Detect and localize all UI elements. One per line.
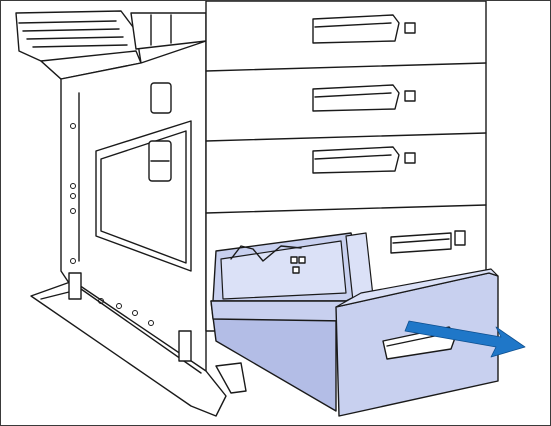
side-handle-upper bbox=[150, 82, 172, 114]
output-tray bbox=[15, 10, 207, 80]
base-foot-right bbox=[178, 330, 192, 362]
cabinet-base bbox=[30, 272, 247, 417]
tray-4-handle bbox=[390, 230, 466, 254]
tray-1-handle bbox=[312, 14, 416, 44]
tray-2-handle bbox=[312, 84, 416, 112]
base-foot-left bbox=[68, 272, 82, 300]
caster-wheel bbox=[215, 362, 247, 394]
tray-3-handle bbox=[312, 146, 416, 174]
pull-direction-arrow-icon bbox=[404, 320, 526, 358]
paper-tray-pulled-out bbox=[210, 232, 499, 417]
